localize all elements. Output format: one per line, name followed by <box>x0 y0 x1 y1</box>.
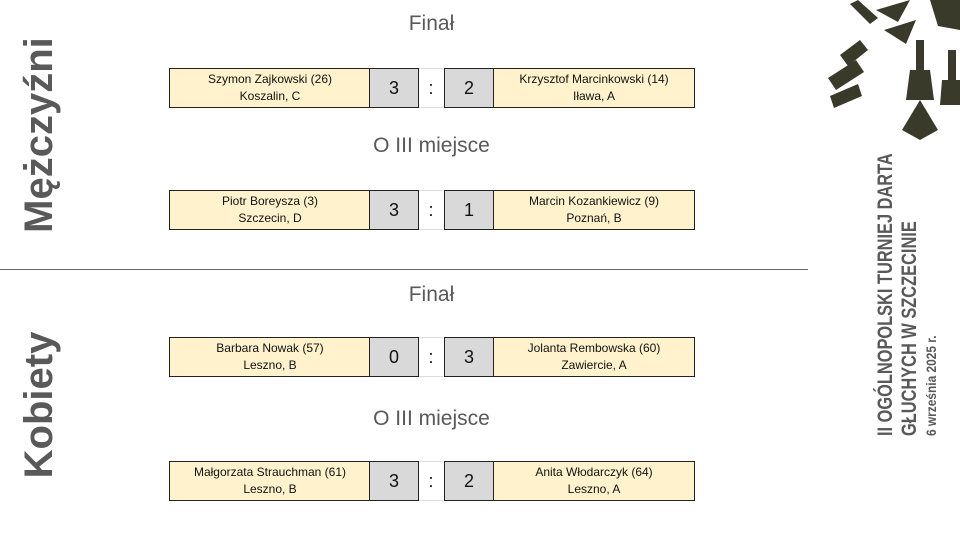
darts-icon <box>828 0 960 140</box>
men-section-label: Mężczyźni <box>17 37 61 233</box>
men-third-match: Piotr Boreysza (3) Szczecin, D 3 : 1 Mar… <box>169 190 695 230</box>
player-right: Krzysztof Marcinkowski (14) Iława, A <box>494 68 695 108</box>
score-separator: : <box>419 68 443 108</box>
player-name: Anita Włodarczyk (64) <box>535 465 653 479</box>
score-separator: : <box>419 461 443 501</box>
section-divider <box>0 269 808 270</box>
player-city: Leszno, B <box>243 482 297 496</box>
women-section-label: Kobiety <box>17 331 61 479</box>
player-name: Marcin Kozankiewicz (9) <box>528 194 660 208</box>
women-third-match: Małgorzata Strauchman (61) Leszno, B 3 :… <box>169 461 695 501</box>
score-right: 2 <box>444 461 494 501</box>
women-third-title: O III miejsce <box>373 407 490 430</box>
player-city: Leszno, A <box>567 482 621 496</box>
score-separator: : <box>419 190 443 230</box>
score-left: 3 <box>369 190 419 230</box>
player-city: Poznań, B <box>566 211 622 225</box>
player-right: Marcin Kozankiewicz (9) Poznań, B <box>494 190 695 230</box>
player-city: Leszno, B <box>243 358 297 372</box>
women-final-match: Barbara Nowak (57) Leszno, B 0 : 3 Jolan… <box>169 337 695 377</box>
men-final-title: Finał <box>408 12 455 35</box>
player-right: Jolanta Rembowska (60) Zawiercie, A <box>494 337 695 377</box>
player-name: Piotr Boreysza (3) <box>221 194 319 208</box>
player-city: Szczecin, D <box>238 211 302 225</box>
player-name: Szymon Zajkowski (26) <box>207 72 333 86</box>
women-final-title: Finał <box>408 283 455 306</box>
score-right: 1 <box>444 190 494 230</box>
player-city: Iława, A <box>572 89 616 103</box>
player-left: Piotr Boreysza (3) Szczecin, D <box>169 190 370 230</box>
score-left: 3 <box>369 68 419 108</box>
player-name: Małgorzata Strauchman (61) <box>193 465 347 479</box>
score-right: 2 <box>444 68 494 108</box>
player-name: Krzysztof Marcinkowski (14) <box>519 72 669 86</box>
player-left: Barbara Nowak (57) Leszno, B <box>169 337 370 377</box>
tournament-title-line2: GŁUCHYCH W SZCZECINIE <box>898 221 921 436</box>
tournament-title-line1: II OGÓLNOPOLSKI TURNIEJ DARTA <box>874 153 897 436</box>
men-final-match: Szymon Zajkowski (26) Koszalin, C 3 : 2 … <box>169 68 695 108</box>
player-name: Jolanta Rembowska (60) <box>527 341 661 355</box>
player-name: Barbara Nowak (57) <box>216 341 324 355</box>
tournament-title: II OGÓLNOPOLSKI TURNIEJ DARTA GŁUCHYCH W… <box>874 136 940 436</box>
score-right: 3 <box>444 337 494 377</box>
score-separator: : <box>419 337 443 377</box>
tournament-date: 6 września 2025 r. <box>923 335 939 436</box>
score-left: 0 <box>369 337 419 377</box>
player-left: Szymon Zajkowski (26) Koszalin, C <box>169 68 370 108</box>
score-left: 3 <box>369 461 419 501</box>
men-third-title: O III miejsce <box>373 134 490 157</box>
player-city: Koszalin, C <box>239 89 301 103</box>
player-left: Małgorzata Strauchman (61) Leszno, B <box>169 461 370 501</box>
player-city: Zawiercie, A <box>561 358 627 372</box>
player-right: Anita Włodarczyk (64) Leszno, A <box>494 461 695 501</box>
